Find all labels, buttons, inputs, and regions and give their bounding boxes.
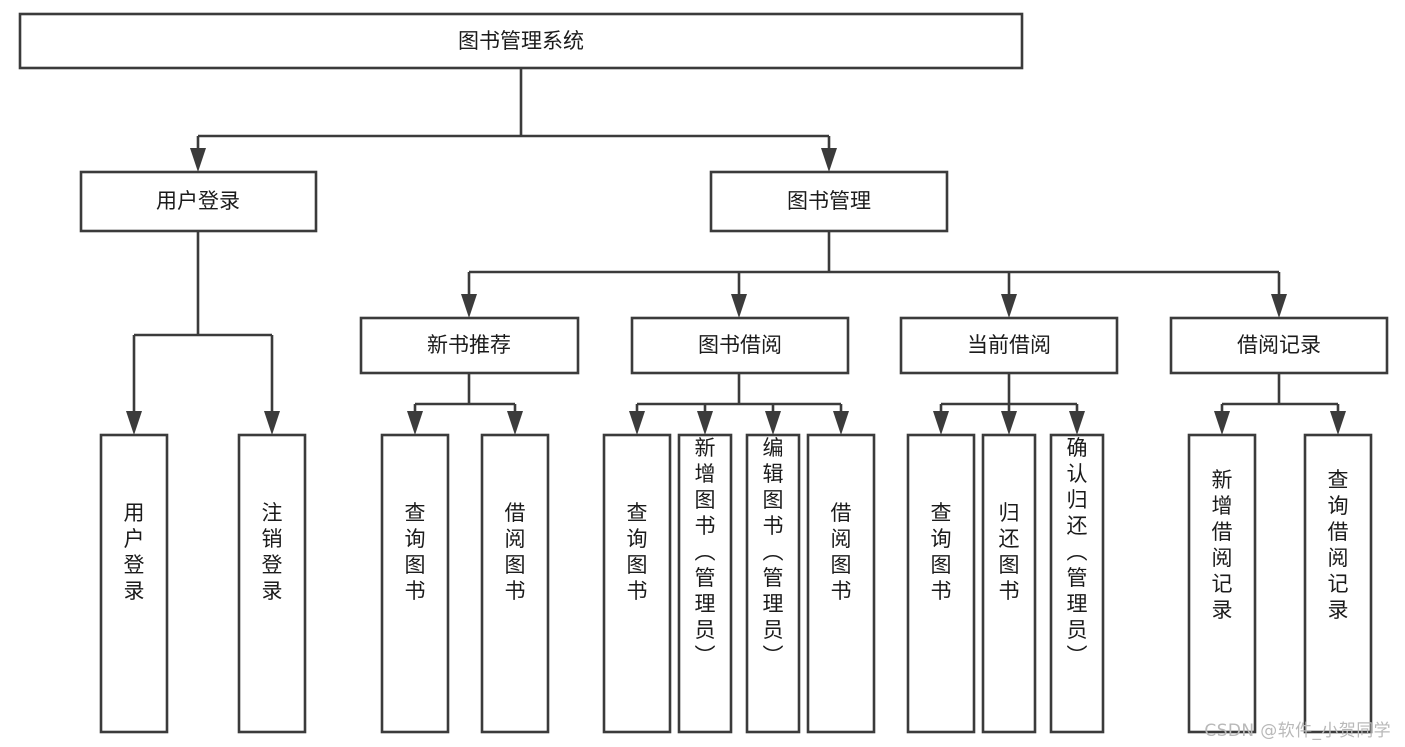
node-current-borrow-box[interactable] (899, 316, 1119, 375)
node-book-manage-box[interactable] (709, 170, 949, 233)
arrow-to-user-login (190, 148, 206, 172)
node-leaf-9[interactable]: 查询图书 (906, 433, 976, 734)
node-leaf-13[interactable]: 查询借阅记录 (1303, 433, 1373, 734)
node-leaf-10-label: 归还图书 (999, 501, 1020, 603)
node-leaf-7[interactable]: 编辑图书︵管理员︶ (745, 433, 801, 734)
arrow-to-leaf-10 (1001, 411, 1017, 435)
node-leaf-4[interactable]: 借阅图书 (480, 433, 550, 734)
arrow-to-leaf-9 (933, 411, 949, 435)
node-leaf-1-label: 用户登录 (124, 501, 145, 603)
node-book-borrow[interactable]: 图书借阅 (630, 316, 850, 375)
arrow-to-leaf-1 (126, 411, 142, 435)
node-leaf-7-label: 编辑图书︵管理员︶ (763, 436, 784, 668)
node-leaf-6-label: 新增图书︵管理员︶ (695, 436, 716, 668)
node-leaf-3-label: 查询图书 (405, 501, 426, 603)
arrow-to-leaf-13 (1330, 411, 1346, 435)
node-leaf-2-box[interactable] (237, 433, 307, 734)
node-leaf-1[interactable]: 用户登录 (99, 433, 169, 734)
arrow-to-leaf-8 (833, 411, 849, 435)
leaf-node-group: 用户登录 注销登录 查询图书 借阅图书 查询图书 新增图书︵管理员︶ (99, 433, 1373, 734)
node-leaf-1-box[interactable] (99, 433, 169, 734)
node-book-borrow-label: 图书借阅 (698, 333, 782, 357)
node-leaf-8-box[interactable] (806, 433, 876, 734)
node-user-login[interactable]: 用户登录 (79, 170, 318, 233)
node-root-box[interactable] (18, 12, 1024, 70)
node-new-book-rec[interactable]: 新书推荐 (359, 316, 580, 375)
arrow-to-current-borrow (1001, 294, 1017, 318)
arrow-to-leaf-2 (264, 411, 280, 435)
node-root-label: 图书管理系统 (458, 29, 584, 53)
arrow-to-leaf-6 (697, 411, 713, 435)
node-leaf-13-label: 查询借阅记录 (1328, 468, 1349, 622)
arrow-to-new-book-rec (461, 294, 477, 318)
node-leaf-9-box[interactable] (906, 433, 976, 734)
arrow-to-book-manage (821, 148, 837, 172)
node-leaf-2[interactable]: 注销登录 (237, 433, 307, 734)
node-leaf-12[interactable]: 新增借阅记录 (1187, 433, 1257, 734)
node-leaf-9-label: 查询图书 (931, 501, 952, 603)
node-leaf-10-box[interactable] (981, 433, 1037, 734)
node-leaf-5-label: 查询图书 (627, 501, 648, 603)
node-leaf-8[interactable]: 借阅图书 (806, 433, 876, 734)
node-leaf-2-label: 注销登录 (262, 501, 283, 603)
node-leaf-5[interactable]: 查询图书 (602, 433, 672, 734)
node-leaf-5-box[interactable] (602, 433, 672, 734)
arrow-to-leaf-5 (629, 411, 645, 435)
node-leaf-7-box[interactable] (745, 433, 801, 734)
node-borrow-record-box[interactable] (1169, 316, 1389, 375)
node-leaf-3[interactable]: 查询图书 (380, 433, 450, 734)
node-leaf-4-label: 借阅图书 (505, 501, 526, 603)
connector-layer (126, 68, 1346, 435)
node-leaf-12-label: 新增借阅记录 (1212, 468, 1233, 622)
node-current-borrow[interactable]: 当前借阅 (899, 316, 1119, 375)
node-leaf-11-box[interactable] (1049, 433, 1105, 734)
arrow-to-book-borrow (731, 294, 747, 318)
node-new-book-rec-box[interactable] (359, 316, 580, 375)
node-book-borrow-box[interactable] (630, 316, 850, 375)
node-borrow-record-label: 借阅记录 (1237, 333, 1321, 357)
node-leaf-6-box[interactable] (677, 433, 733, 734)
node-borrow-record[interactable]: 借阅记录 (1169, 316, 1389, 375)
node-current-borrow-label: 当前借阅 (967, 333, 1051, 357)
arrow-to-leaf-7 (765, 411, 781, 435)
node-user-login-label: 用户登录 (156, 189, 240, 213)
node-leaf-6[interactable]: 新增图书︵管理员︶ (677, 433, 733, 734)
node-leaf-4-box[interactable] (480, 433, 550, 734)
node-new-book-rec-label: 新书推荐 (427, 333, 511, 357)
arrow-to-leaf-11 (1069, 411, 1085, 435)
node-leaf-13-box[interactable] (1303, 433, 1373, 734)
node-user-login-box[interactable] (79, 170, 318, 233)
node-root[interactable]: 图书管理系统 (18, 12, 1024, 70)
node-leaf-11-label: 确认归还︵管理员︶ (1067, 436, 1088, 668)
arrow-to-borrow-record (1271, 294, 1287, 318)
arrow-to-leaf-3 (407, 411, 423, 435)
node-book-manage-label: 图书管理 (787, 189, 871, 213)
node-book-manage[interactable]: 图书管理 (709, 170, 949, 233)
node-leaf-12-box[interactable] (1187, 433, 1257, 734)
node-leaf-10[interactable]: 归还图书 (981, 433, 1037, 734)
arrow-to-leaf-4 (507, 411, 523, 435)
node-leaf-8-label: 借阅图书 (831, 501, 852, 603)
node-leaf-11[interactable]: 确认归还︵管理员︶ (1049, 433, 1105, 734)
node-leaf-3-box[interactable] (380, 433, 450, 734)
arrow-to-leaf-12 (1214, 411, 1230, 435)
